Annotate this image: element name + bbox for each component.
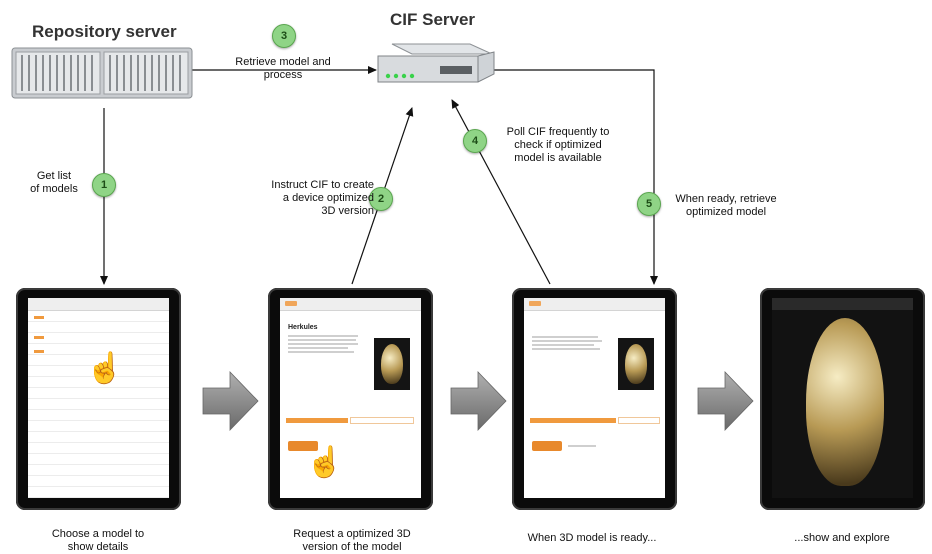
request-3d-button[interactable]: [288, 441, 318, 451]
ipad-4-screen: [772, 298, 913, 498]
cif-server-label: CIF Server: [390, 10, 476, 29]
ipad-model-list: ☝: [16, 288, 181, 510]
flow-arrow-2: [450, 371, 507, 431]
repository-server-icon: [11, 47, 193, 99]
ipad-3-screen: [524, 298, 665, 498]
cif-server-icon: [377, 43, 495, 83]
repository-server-label: Repository server: [32, 22, 177, 41]
list-item[interactable]: [28, 410, 169, 421]
ipad-1-screen: ☝: [28, 298, 169, 498]
step-badge-4: 4: [463, 129, 487, 153]
model-thumbnail: [374, 338, 410, 390]
list-item[interactable]: [28, 443, 169, 454]
tap-hand-icon: ☝: [86, 352, 124, 385]
list-item[interactable]: [28, 476, 169, 487]
list-item[interactable]: [28, 344, 169, 355]
list-item[interactable]: [28, 399, 169, 410]
list-item[interactable]: [28, 454, 169, 465]
caption-3: When 3D model is ready...: [527, 532, 657, 544]
list-item[interactable]: [28, 465, 169, 476]
list-item[interactable]: [28, 377, 169, 388]
caption-4: ...show and explore: [794, 532, 890, 544]
tap-hand-icon: ☝: [306, 446, 344, 479]
list-item[interactable]: [28, 432, 169, 443]
list-item[interactable]: [28, 311, 169, 322]
flow-arrow-1: [202, 371, 259, 431]
step-badge-2: 2: [369, 187, 393, 211]
ipad-3d-viewer: [760, 288, 925, 510]
model-thumbnail: [618, 338, 654, 390]
model-title: Herkules: [288, 324, 318, 331]
list-item[interactable]: [28, 333, 169, 344]
list-item[interactable]: [28, 355, 169, 366]
step-badge-3: 3: [272, 24, 296, 48]
step-badge-1: 1: [92, 173, 116, 197]
step-badge-5: 5: [637, 192, 661, 216]
list-item[interactable]: [28, 421, 169, 432]
view-3d-button[interactable]: [532, 441, 562, 451]
ipad-model-ready: [512, 288, 677, 510]
list-item[interactable]: [28, 322, 169, 333]
ipad-2-screen: Herkules ☝: [280, 298, 421, 498]
3d-model-view[interactable]: [772, 310, 913, 498]
flow-arrow-3: [697, 371, 754, 431]
list-item[interactable]: [28, 487, 169, 498]
arrow-step-5: [484, 69, 658, 285]
ipad-model-detail: Herkules ☝: [268, 288, 433, 510]
list-item[interactable]: [28, 388, 169, 399]
list-item[interactable]: [28, 366, 169, 377]
model-list: [28, 311, 169, 498]
